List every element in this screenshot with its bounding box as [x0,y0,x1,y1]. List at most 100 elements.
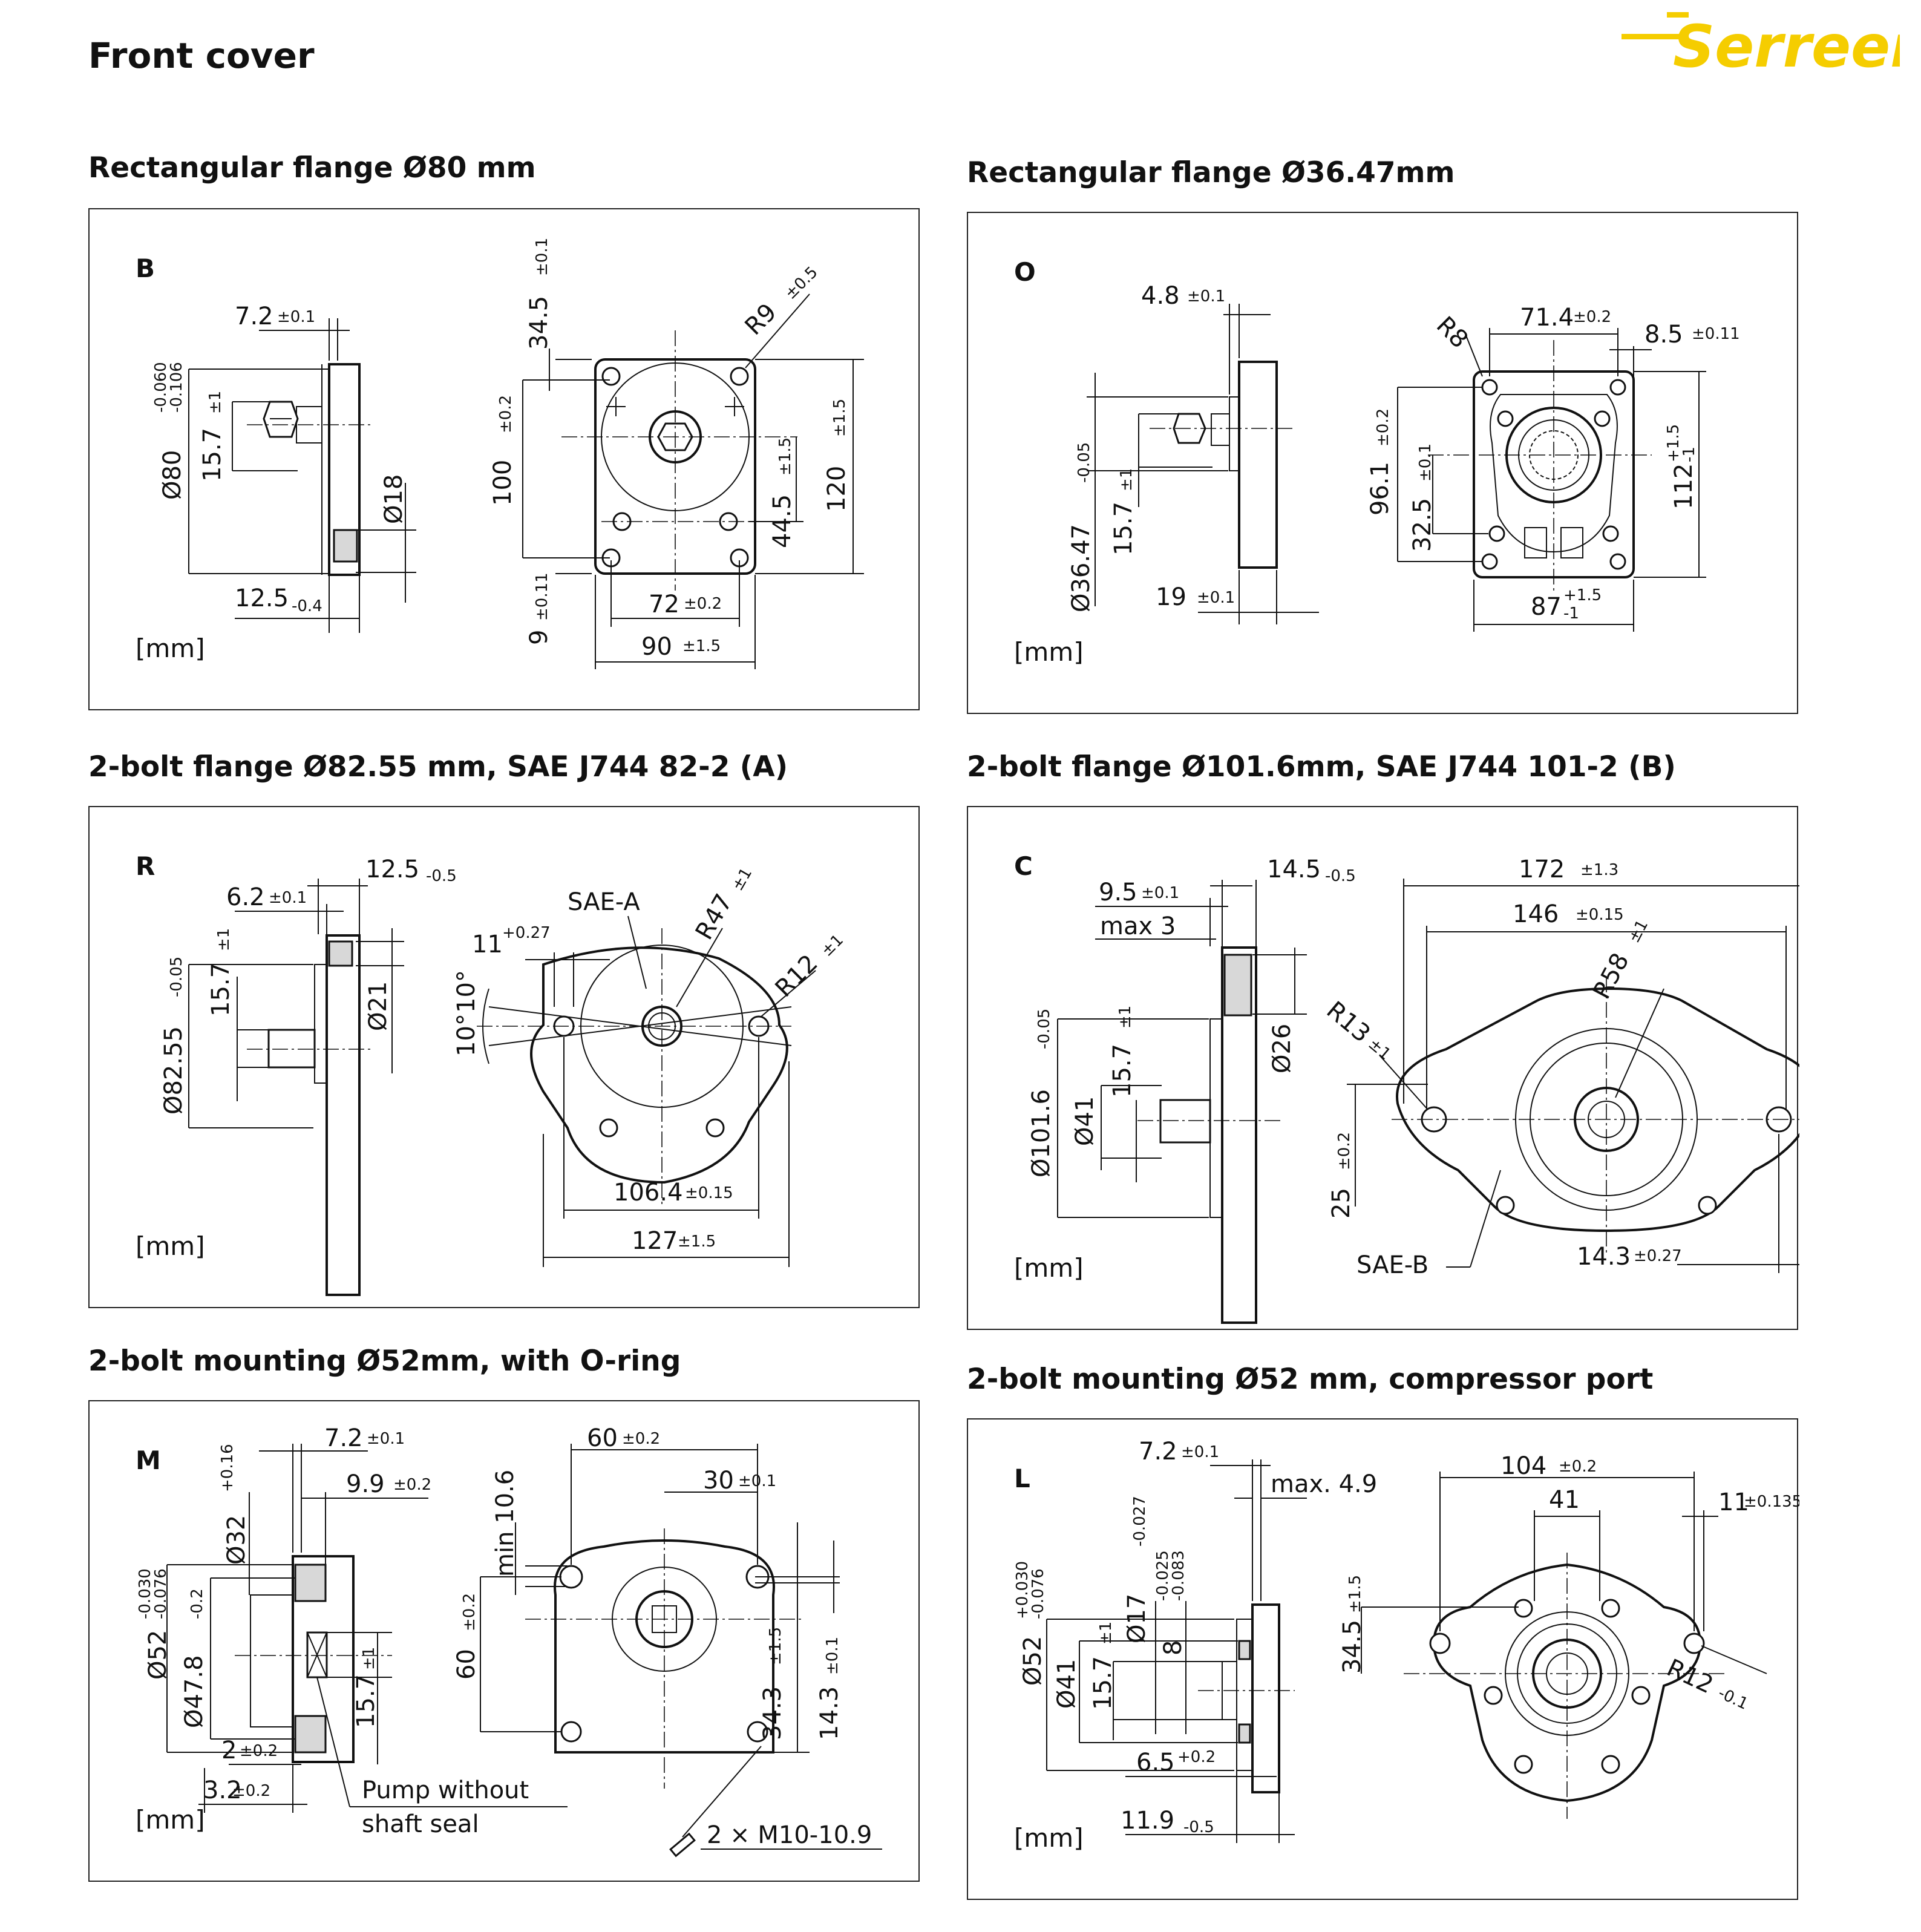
svg-text:-1: -1 [1680,447,1698,462]
svg-text:±1.5: ±1.5 [776,437,794,476]
unit-label: [mm] [136,634,205,663]
svg-text:Ø36.47: Ø36.47 [1067,524,1095,612]
svg-text:72: 72 [649,591,679,618]
svg-text:-0.060: -0.060 [152,362,170,413]
svg-text:Ø17: Ø17 [1123,1594,1151,1643]
svg-text:±1: ±1 [215,928,233,951]
svg-text:-0.030: -0.030 [136,1568,154,1619]
svg-text:-0.5: -0.5 [1183,1818,1214,1836]
svg-text:±1: ±1 [1116,1006,1134,1029]
svg-text:10°: 10° [453,1013,480,1056]
svg-text:±0.2: ±0.2 [1374,408,1392,447]
drawing-b: B [mm] 7.2 ±0.1 Ø80 -0.060 -0.106 15.7 ±… [136,238,864,669]
svg-text:12.5: 12.5 [235,585,289,612]
svg-text:7.2: 7.2 [235,303,273,330]
svg-text:SAE-B: SAE-B [1356,1251,1428,1279]
mounting-front-outline [554,1539,775,1754]
flange-side [1238,361,1278,569]
svg-text:34.5: 34.5 [525,296,553,350]
drawing-r: R [mm] 12.5 -0.5 6.2 ±0.1 Ø82.55 -0.05 1… [136,851,847,1296]
panel-l: L [mm] 7.2 ±0.1 max. 4.9 Ø52 +0.030 -0.0… [967,1418,1799,1900]
svg-text:-0.027: -0.027 [1131,1496,1149,1547]
unit-label: [mm] [136,1231,205,1261]
svg-text:max 3: max 3 [1100,912,1176,940]
svg-text:±1: ±1 [1625,917,1652,946]
svg-text:2: 2 [221,1737,237,1764]
svg-text:127: 127 [632,1227,678,1255]
svg-text:6.5: 6.5 [1136,1749,1175,1776]
svg-text:max. 4.9: max. 4.9 [1271,1470,1377,1498]
svg-text:7.2: 7.2 [324,1424,363,1452]
svg-text:R58: R58 [1588,949,1635,1004]
svg-text:100: 100 [489,460,517,506]
svg-text:Ø21: Ø21 [364,981,392,1031]
drawing-l: L [mm] 7.2 ±0.1 max. 4.9 Ø52 +0.030 -0.0… [1013,1438,1799,1853]
svg-text:±0.1: ±0.1 [1197,589,1235,607]
svg-text:106.4: 106.4 [614,1179,683,1207]
svg-text:172: 172 [1519,856,1565,883]
svg-text:90: 90 [641,633,672,661]
panel-b: B [mm] 7.2 ±0.1 Ø80 -0.060 -0.106 15.7 ±… [88,208,920,710]
svg-text:R9: R9 [740,298,782,341]
svg-text:-1: -1 [1563,604,1579,623]
svg-text:±0.1: ±0.1 [1187,287,1225,306]
panel-letter: L [1014,1464,1030,1493]
svg-text:Ø26: Ø26 [1268,1024,1296,1073]
svg-text:±1: ±1 [728,865,756,894]
svg-text:Ø32: Ø32 [223,1515,250,1565]
svg-text:34.3: 34.3 [759,1686,787,1740]
svg-text:Ø101.6: Ø101.6 [1027,1089,1055,1177]
panel-letter: B [136,254,155,283]
svg-text:34.5: 34.5 [1338,1620,1366,1674]
svg-text:Ø80: Ø80 [159,450,186,500]
panel-letter: C [1014,851,1033,881]
serreen-logo: Serreen [1622,12,1900,75]
drawing-o: O [mm] 4.8 ±0.1 Ø36.47 -0.05 15.7 ±1 19 … [1014,257,1740,667]
svg-text:±0.1: ±0.1 [269,889,307,907]
svg-text:Ø82.55: Ø82.55 [160,1026,188,1115]
svg-text:+1.5: +1.5 [1664,424,1683,462]
svg-text:Pump without: Pump without [362,1776,529,1804]
svg-text:R12: R12 [1663,1654,1718,1699]
drawing-c: C [mm] 14.5 -0.5 9.5 ±0.1 max 3 Ø26 Ø101… [1014,851,1799,1324]
section-title-c: 2-bolt flange Ø101.6mm, SAE J744 101-2 (… [967,750,1676,784]
svg-text:shaft seal: shaft seal [362,1810,479,1838]
svg-text:11: 11 [472,931,503,958]
section-title-m: 2-bolt mounting Ø52mm, with O-ring [88,1344,681,1378]
panel-letter: R [136,851,155,881]
svg-text:±0.135: ±0.135 [1744,1493,1799,1511]
svg-text:±0.2: ±0.2 [232,1782,270,1800]
svg-text:-0.5: -0.5 [1325,867,1356,885]
svg-text:9.9: 9.9 [346,1470,385,1498]
panel-letter: M [136,1446,161,1475]
svg-text:-0.4: -0.4 [292,597,322,615]
svg-text:60: 60 [587,1424,618,1452]
svg-text:14.3: 14.3 [1577,1243,1631,1271]
svg-text:9.5: 9.5 [1099,879,1137,906]
svg-text:96.1: 96.1 [1366,462,1394,516]
svg-text:+0.16: +0.16 [218,1444,237,1492]
svg-text:11: 11 [1718,1488,1749,1516]
svg-text:±0.1: ±0.1 [367,1430,405,1448]
svg-text:R47: R47 [690,889,738,945]
svg-text:±0.1: ±0.1 [277,308,315,326]
svg-text:44.5: 44.5 [768,494,796,548]
svg-text:±0.2: ±0.2 [1559,1458,1597,1476]
svg-text:±1: ±1 [1365,1035,1395,1064]
svg-text:±0.15: ±0.15 [1576,906,1624,924]
section-title-l: 2-bolt mounting Ø52 mm, compressor port [967,1363,1654,1396]
svg-text:19: 19 [1156,583,1186,611]
svg-text:15.7: 15.7 [352,1674,380,1728]
svg-text:15.7: 15.7 [1108,1044,1136,1098]
svg-text:25: 25 [1327,1188,1355,1219]
svg-text:+0.27: +0.27 [502,924,551,942]
svg-text:+0.2: +0.2 [1177,1748,1216,1766]
svg-text:-0.2: -0.2 [188,1588,206,1619]
svg-text:-0.076: -0.076 [1029,1568,1047,1619]
panel-letter: O [1014,257,1036,287]
svg-text:71.4: 71.4 [1520,304,1574,332]
svg-text:-0.083: -0.083 [1170,1550,1188,1601]
svg-text:±0.1: ±0.1 [823,1637,842,1675]
svg-text:±1: ±1 [1118,468,1136,491]
shaft [1159,1099,1211,1144]
